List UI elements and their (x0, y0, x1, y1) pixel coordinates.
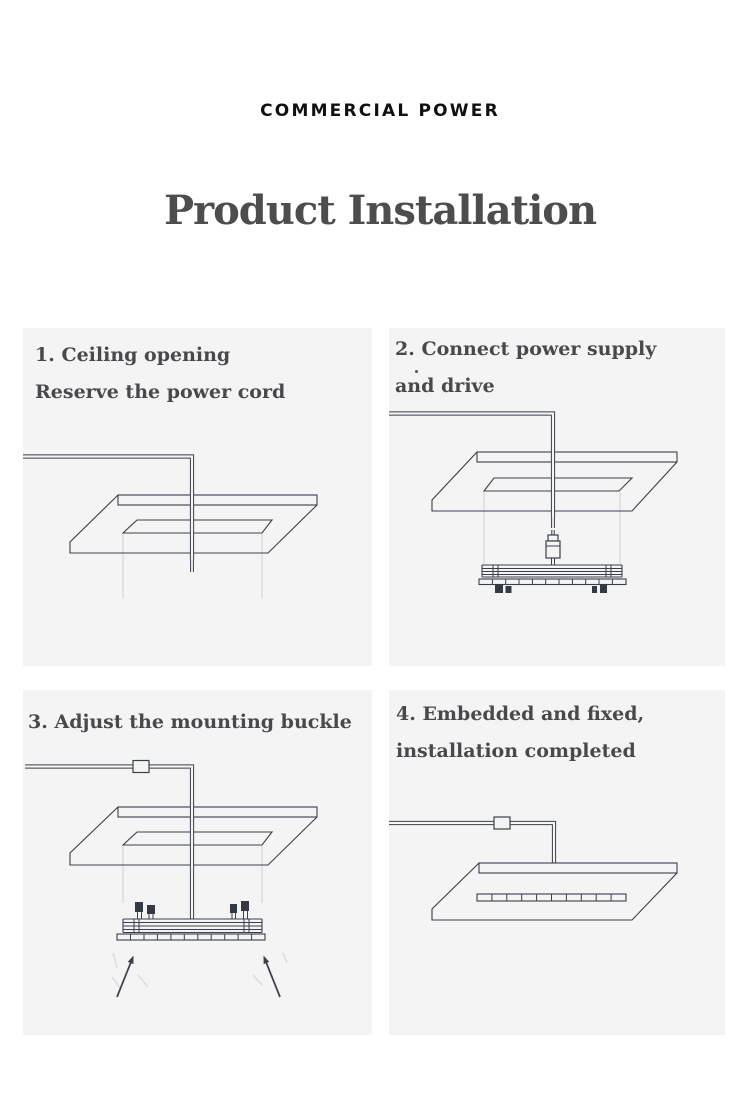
fixture-frame (116, 933, 266, 941)
stray-dot (415, 370, 418, 373)
step-panel-2: 2. Connect power supply and drive (389, 328, 725, 666)
ceiling-panel (431, 451, 678, 512)
step-4-illustration (389, 816, 678, 921)
power-cord (389, 411, 556, 528)
step-title-line: 4. Embedded and fixed, (396, 703, 645, 725)
ceiling-opening (121, 831, 274, 846)
wire-tips (551, 517, 555, 528)
mounting-clips (495, 584, 607, 593)
step-2-title: 2. Connect power supply and drive (389, 328, 725, 405)
ceiling-panel (69, 494, 318, 554)
step-panel-4: 4. Embedded and fixed, installation comp… (389, 690, 725, 1035)
step-title-line: 2. Connect power supply (395, 338, 657, 360)
light-fixture-side-view (116, 918, 266, 941)
step-title-line: installation completed (396, 740, 636, 762)
power-cord (25, 764, 195, 919)
wire-tips (190, 560, 194, 572)
guide-lines (122, 846, 263, 903)
guide-lines (122, 534, 263, 598)
step-title-line: 1. Ceiling opening (35, 344, 231, 366)
ceiling-opening (121, 519, 274, 534)
embedded-panel-light (476, 893, 627, 902)
step-title-line: Reserve the power cord (35, 381, 286, 403)
guide-lines (483, 492, 621, 564)
step-4-title: 4. Embedded and fixed, installation comp… (389, 690, 725, 770)
power-cord (389, 820, 557, 863)
arrow-head (127, 955, 134, 965)
fixture-frame (478, 578, 627, 586)
page-title: Product Installation (163, 187, 597, 234)
push-up-arrows (111, 952, 288, 998)
ceiling-panel (69, 806, 318, 866)
step-title-line: and drive (395, 375, 495, 397)
step-2-illustration (389, 411, 678, 593)
step-title-line: 3. Adjust the mounting buckle (28, 711, 352, 733)
step-panel-1: 1. Ceiling opening Reserve the power cor… (23, 328, 372, 666)
ceiling-opening (482, 477, 634, 492)
step-3-title: 3. Adjust the mounting buckle (23, 690, 372, 741)
light-fixture-side-view (478, 564, 627, 593)
ceiling-panel (431, 862, 678, 921)
step-3-illustration (25, 759, 318, 998)
arrow-head (263, 955, 270, 965)
inline-driver-box (493, 816, 511, 830)
mounting-buckles (135, 901, 249, 919)
connector-plug (545, 530, 561, 565)
step-1-illustration (23, 454, 318, 598)
brand-logo-text: COMMERCIAL POWER (260, 101, 500, 121)
step-panel-3: 3. Adjust the mounting buckle (23, 690, 372, 1035)
power-cord (23, 454, 195, 572)
step-1-title: 1. Ceiling opening Reserve the power cor… (23, 328, 372, 411)
inline-driver-box (132, 759, 150, 774)
